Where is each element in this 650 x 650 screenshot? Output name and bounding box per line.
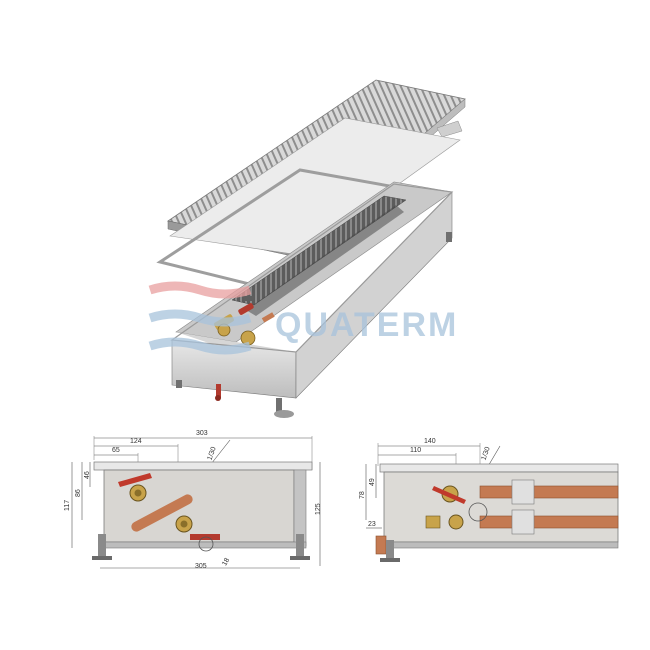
dim-height-total: 117 (64, 500, 71, 511)
end-cap-piece (436, 120, 463, 138)
dim-bottom-width: 305 (195, 563, 207, 570)
dim-total-width: 303 (196, 430, 208, 437)
dim-offset-small: 65 (112, 447, 120, 454)
right-side-section-drawing: 140 110 1/30 78 49 23 (359, 438, 619, 562)
heat-exchanger (231, 195, 407, 306)
dim-height-b: 49 (369, 478, 376, 486)
dim-height-bottom: 23 (368, 521, 376, 528)
cover-plate (169, 117, 461, 256)
dim-height-mid: 86 (75, 489, 82, 497)
dim-angle-left: 1/30 (206, 446, 217, 461)
trough (170, 181, 454, 418)
convector-3d-view (156, 79, 466, 418)
watermark-text: QUATERM (275, 306, 458, 344)
watermark-logo: QUATERM (148, 281, 458, 355)
watermark-wave-blue (148, 309, 252, 327)
dim-height-right: 125 (315, 503, 322, 515)
left-cross-section-drawing: 303 124 65 1/30 117 86 46 125 (64, 430, 322, 570)
watermark-wave-red (148, 281, 252, 299)
watermark-wave-blue-2 (148, 337, 252, 355)
dim-width-a: 140 (424, 438, 436, 445)
dim-height-a: 78 (359, 491, 366, 499)
dim-inner-width: 124 (130, 438, 142, 445)
dim-angle-right: 1/30 (480, 446, 491, 461)
dim-bottom-pipe: 18 (221, 557, 231, 567)
dim-height-top: 46 (84, 471, 91, 479)
dim-width-b: 110 (410, 447, 421, 454)
